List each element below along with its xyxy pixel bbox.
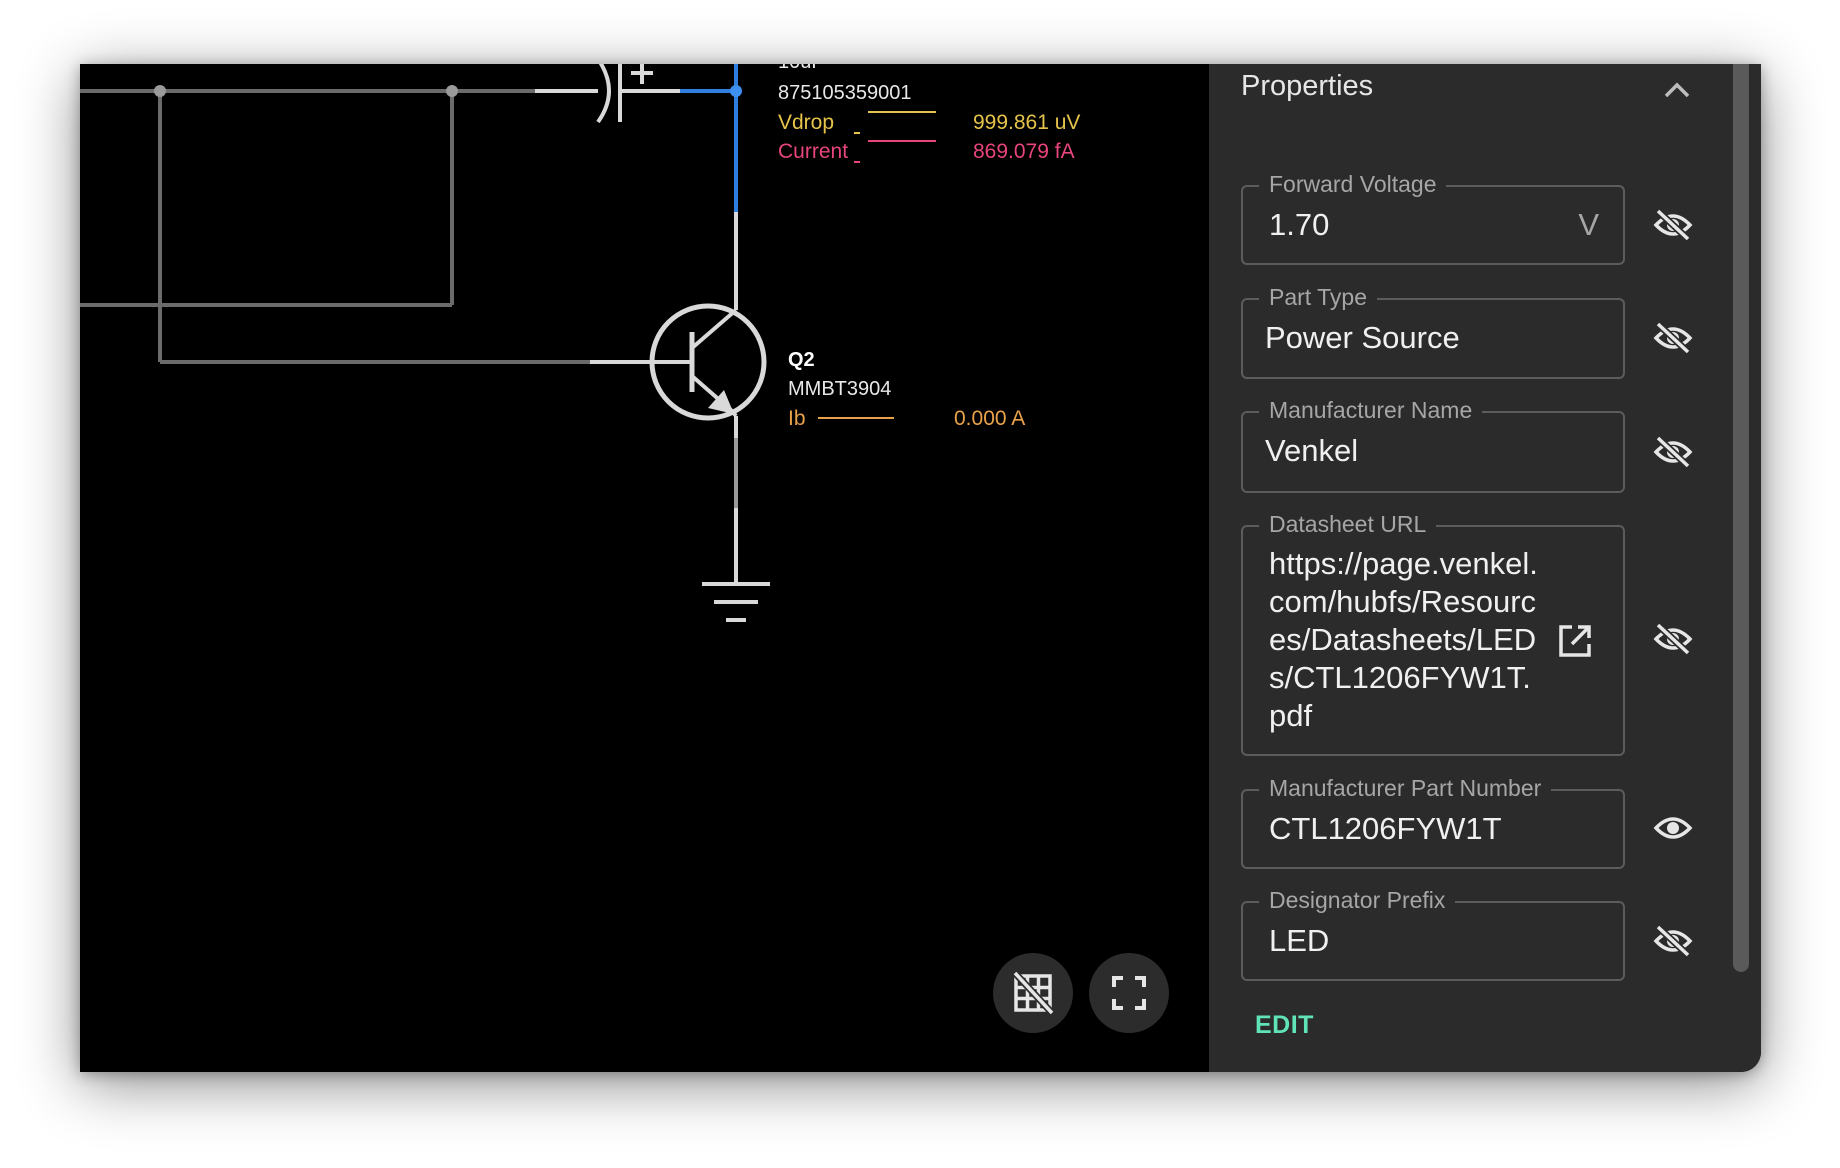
forward-voltage-field[interactable]: Forward Voltage 1.70 V bbox=[1241, 171, 1625, 265]
ib-label: Ib bbox=[788, 407, 806, 430]
junction-dot bbox=[446, 85, 458, 97]
junction-dot bbox=[154, 85, 166, 97]
panel-title: Properties bbox=[1241, 70, 1374, 102]
part-type-value[interactable]: Power Source bbox=[1265, 320, 1460, 355]
datasheet-url-label: Datasheet URL bbox=[1259, 511, 1437, 538]
vdrop-label: Vdrop bbox=[778, 111, 834, 134]
forward-voltage-unit: V bbox=[1578, 207, 1599, 242]
chevron-up-icon bbox=[1664, 82, 1690, 98]
open-in-new-icon bbox=[1559, 625, 1591, 657]
designator-prefix-label: Designator Prefix bbox=[1259, 887, 1456, 914]
eye-off-icon bbox=[1653, 209, 1693, 241]
manufacturer-name-visibility-button[interactable] bbox=[1649, 428, 1697, 476]
current-value: 869.079 fA bbox=[973, 140, 1075, 163]
active-wire bbox=[680, 64, 738, 212]
forward-voltage-visibility-button[interactable] bbox=[1649, 201, 1697, 249]
wires bbox=[80, 89, 738, 508]
transistor-symbol[interactable] bbox=[590, 212, 767, 438]
manufacturer-part-number-label: Manufacturer Part Number bbox=[1259, 775, 1552, 802]
manufacturer-part-number-field[interactable]: Manufacturer Part Number CTL1206FYW1T bbox=[1241, 775, 1625, 869]
eye-icon bbox=[1653, 817, 1693, 839]
schematic-drawing[interactable]: 10uF 875105359001 Vdrop 999.861 uV Curre… bbox=[80, 64, 1209, 1072]
capacitor-part-number: 875105359001 bbox=[778, 82, 911, 104]
eye-off-icon bbox=[1653, 436, 1693, 468]
ib-value: 0.000 A bbox=[954, 407, 1025, 430]
junction-dot-active bbox=[730, 85, 742, 97]
grid-off-icon bbox=[1012, 971, 1055, 1015]
manufacturer-name-label: Manufacturer Name bbox=[1259, 397, 1483, 424]
designator-prefix-visibility-button[interactable] bbox=[1649, 917, 1697, 965]
properties-panel: Properties Forward Voltage 1.70 V Part T… bbox=[1209, 64, 1761, 1072]
datasheet-url-visibility-button[interactable] bbox=[1649, 615, 1697, 663]
capacitor-symbol[interactable] bbox=[535, 64, 680, 124]
capacitor-value-label: 10uF bbox=[778, 64, 824, 73]
transistor-part: MMBT3904 bbox=[788, 378, 891, 400]
part-type-visibility-button[interactable] bbox=[1649, 314, 1697, 362]
manufacturer-part-number-value[interactable]: CTL1206FYW1T bbox=[1269, 811, 1502, 846]
fullscreen-button[interactable] bbox=[1089, 953, 1169, 1033]
forward-voltage-value[interactable]: 1.70 bbox=[1269, 207, 1330, 242]
fullscreen-icon bbox=[1112, 976, 1146, 1010]
panel-scrollbar[interactable] bbox=[1733, 64, 1749, 972]
eye-off-icon bbox=[1653, 623, 1693, 655]
designator-prefix-value[interactable]: LED bbox=[1269, 923, 1330, 958]
part-type-label: Part Type bbox=[1259, 284, 1378, 311]
part-type-field[interactable]: Part Type Power Source bbox=[1241, 284, 1625, 379]
manufacturer-part-number-visibility-button[interactable] bbox=[1649, 804, 1697, 852]
manufacturer-name-field[interactable]: Manufacturer Name Venkel bbox=[1241, 397, 1625, 493]
forward-voltage-label: Forward Voltage bbox=[1259, 171, 1447, 198]
app-window: 10uF 875105359001 Vdrop 999.861 uV Curre… bbox=[80, 64, 1761, 1072]
schematic-canvas[interactable]: 10uF 875105359001 Vdrop 999.861 uV Curre… bbox=[80, 64, 1209, 1072]
ground-symbol[interactable] bbox=[702, 508, 770, 622]
manufacturer-name-value[interactable]: Venkel bbox=[1265, 433, 1359, 468]
eye-off-icon bbox=[1653, 925, 1693, 957]
datasheet-url-value[interactable]: https://page.venkel.com/hubfs/Resources/… bbox=[1269, 546, 1538, 733]
open-datasheet-button[interactable] bbox=[1557, 623, 1595, 661]
transistor-ref: Q2 bbox=[788, 349, 815, 371]
current-label: Current bbox=[778, 140, 848, 163]
collapse-button[interactable] bbox=[1657, 72, 1697, 108]
designator-prefix-field[interactable]: Designator Prefix LED bbox=[1241, 887, 1625, 981]
eye-off-icon bbox=[1653, 322, 1693, 354]
grid-toggle-button[interactable] bbox=[993, 953, 1073, 1033]
vdrop-value: 999.861 uV bbox=[973, 111, 1080, 134]
edit-button[interactable]: EDIT bbox=[1255, 1011, 1314, 1039]
datasheet-url-field[interactable]: Datasheet URL https://page.venkel.com/hu… bbox=[1241, 511, 1625, 756]
